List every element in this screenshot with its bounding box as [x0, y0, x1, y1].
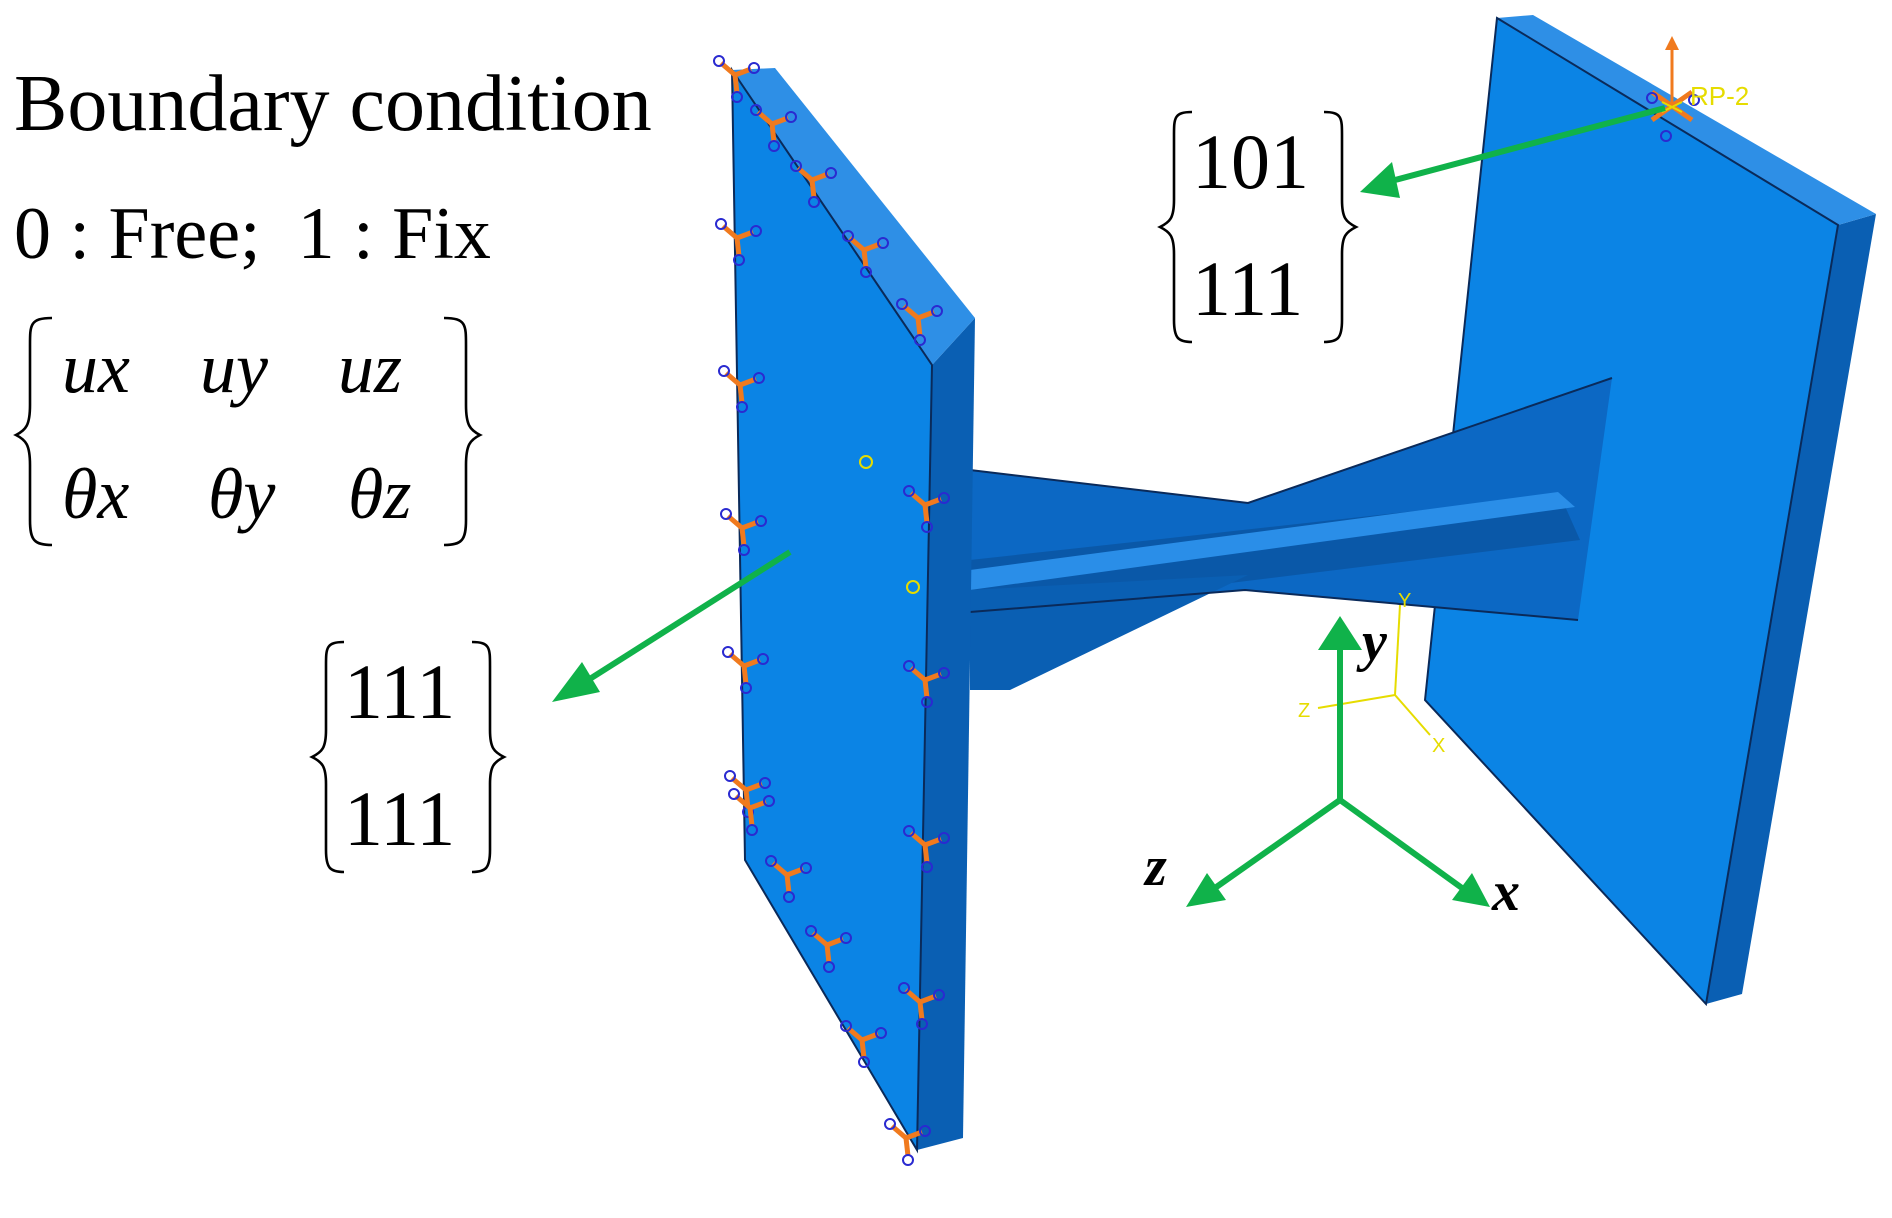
- dof-matrix: ux uy uz θx θy θz: [13, 316, 483, 547]
- axis-x-label: x: [1491, 861, 1520, 923]
- model-triad: [1317, 604, 1431, 736]
- right-condition-row2: 111: [1192, 245, 1303, 332]
- global-axes: [1186, 616, 1490, 907]
- beam-top-strip: [970, 492, 1575, 590]
- right-plate-face: [1425, 18, 1838, 1004]
- right-plate-side: [1706, 214, 1876, 1004]
- matrix-left-brace: [13, 316, 53, 547]
- node-marker: [906, 580, 920, 594]
- left-pointer-arrow: [552, 549, 792, 702]
- matrix-thz: θz: [348, 454, 411, 534]
- right-pointer-arrow: [1360, 105, 1666, 198]
- matrix-ux: ux: [62, 328, 130, 408]
- triad-z-label: Z: [1298, 700, 1310, 722]
- left-condition-row2: 111: [344, 775, 455, 862]
- axis-y-label: y: [1356, 611, 1388, 673]
- reference-point-label: RP-2: [1690, 81, 1749, 111]
- node-marker: [859, 455, 873, 469]
- left-plate-top: [732, 68, 975, 365]
- matrix-right-brace: [443, 316, 483, 547]
- legend-definition: 0 : Free; 1 : Fix: [14, 193, 491, 275]
- left-plate-condition: 111 111: [309, 640, 507, 874]
- beam-lower-flange: [970, 575, 1248, 690]
- right-condition-row1: 101: [1192, 118, 1309, 205]
- legend-title: Boundary condition: [14, 60, 652, 148]
- axis-z-label: z: [1143, 836, 1167, 898]
- right-plate: [1423, 15, 1876, 1007]
- connecting-beam: [969, 377, 1613, 690]
- left-plate-face: [732, 70, 932, 1150]
- reference-point-icon: RP-2: [1646, 36, 1749, 142]
- left-condition-row1: 111: [344, 648, 455, 735]
- right-plate-top: [1497, 15, 1876, 225]
- right-plate-condition: 101 111: [1157, 110, 1359, 344]
- triad-y-label: Y: [1398, 590, 1411, 612]
- matrix-thy: θy: [208, 454, 275, 534]
- matrix-thx: θx: [62, 454, 129, 534]
- triad-x-label: X: [1432, 735, 1445, 757]
- matrix-uy: uy: [200, 328, 268, 408]
- left-plate: [730, 66, 975, 1154]
- matrix-uz: uz: [338, 328, 402, 408]
